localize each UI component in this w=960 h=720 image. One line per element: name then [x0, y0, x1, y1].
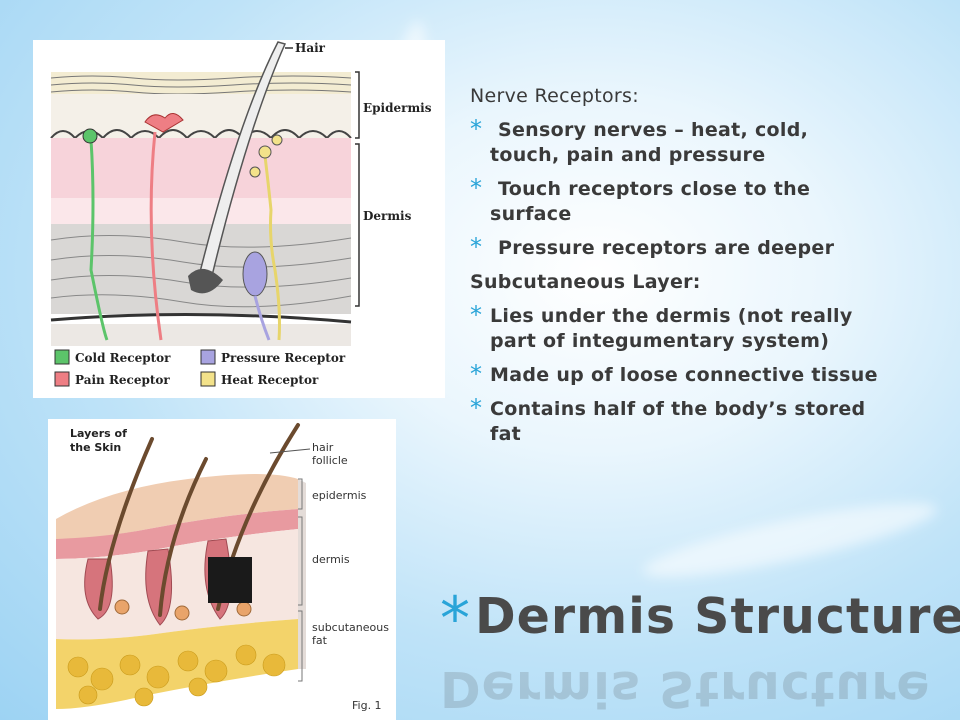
label-hair: Hair: [295, 41, 326, 55]
bullet-line: Pressure receptors are deeper: [498, 237, 835, 259]
bullet-item: * Made up of loose connective tissue: [470, 360, 940, 388]
label-epidermis: Epidermis: [363, 101, 432, 115]
legend-heat-receptor: Heat Receptor: [221, 373, 319, 387]
bullet-line: fat: [490, 423, 522, 445]
title-reflection: Dermis Structure: [440, 660, 931, 717]
bullet-item: * Contains half of the body’s stored fat: [470, 394, 940, 447]
bullet-line: Made up of loose connective tissue: [490, 364, 878, 386]
slide-text: Nerve Receptors: * Sensory nerves – heat…: [470, 84, 940, 456]
bullet-line: Contains half of the body’s stored: [490, 398, 866, 420]
heading-subcutaneous: Subcutaneous Layer:: [470, 271, 701, 293]
title-star-icon: *: [440, 584, 471, 654]
bullet-line: part of integumentary system): [490, 330, 830, 352]
fig2-caption: Fig. 1: [352, 699, 382, 712]
label-dermis: dermis: [312, 553, 350, 566]
legend-pain-receptor: Pain Receptor: [75, 373, 170, 387]
nerve-receptor-diagram: Hair Epidermis Dermis Cold Receptor Pain…: [33, 40, 445, 398]
bullet-star-icon: *: [470, 394, 483, 422]
bullet-line: touch, pain and pressure: [490, 144, 766, 166]
bullet-star-icon: *: [470, 360, 483, 388]
legend-pressure-receptor: Pressure Receptor: [221, 351, 346, 365]
slide-title: *Dermis Structure: [440, 584, 960, 674]
bullet-line: Sensory nerves – heat, cold,: [498, 119, 809, 141]
label-follicle: follicle: [312, 454, 348, 467]
fig2-title-line1: Layers of: [70, 427, 127, 440]
label-subcutaneous: subcutaneous: [312, 621, 389, 634]
label-dermis: Dermis: [363, 209, 412, 223]
bullet-star-icon: *: [470, 233, 483, 261]
legend-cold-receptor: Cold Receptor: [75, 351, 171, 365]
bullet-item: * Sensory nerves – heat, cold, touch, pa…: [470, 115, 940, 168]
label-hair: hair: [312, 441, 334, 454]
bullet-star-icon: *: [470, 174, 483, 202]
bullet-line: surface: [490, 203, 572, 225]
bullet-line: Lies under the dermis (not really: [490, 305, 853, 327]
bullet-item: * Pressure receptors are deeper: [470, 233, 940, 261]
bullet-star-icon: *: [470, 115, 483, 143]
bullet-line: Touch receptors close to the: [498, 178, 811, 200]
bullet-star-icon: *: [470, 301, 483, 329]
bullet-item: * Touch receptors close to the surface: [470, 174, 940, 227]
heading-nerve-receptors: Nerve Receptors:: [470, 85, 639, 107]
title-text: Dermis Structure: [475, 588, 960, 645]
fig2-title-line2: the Skin: [70, 441, 121, 454]
skin-layers-diagram: Layers of the Skin: [48, 419, 396, 720]
label-epidermis: epidermis: [312, 489, 367, 502]
bullet-item: * Lies under the dermis (not really part…: [470, 301, 940, 354]
label-fat: fat: [312, 634, 328, 647]
